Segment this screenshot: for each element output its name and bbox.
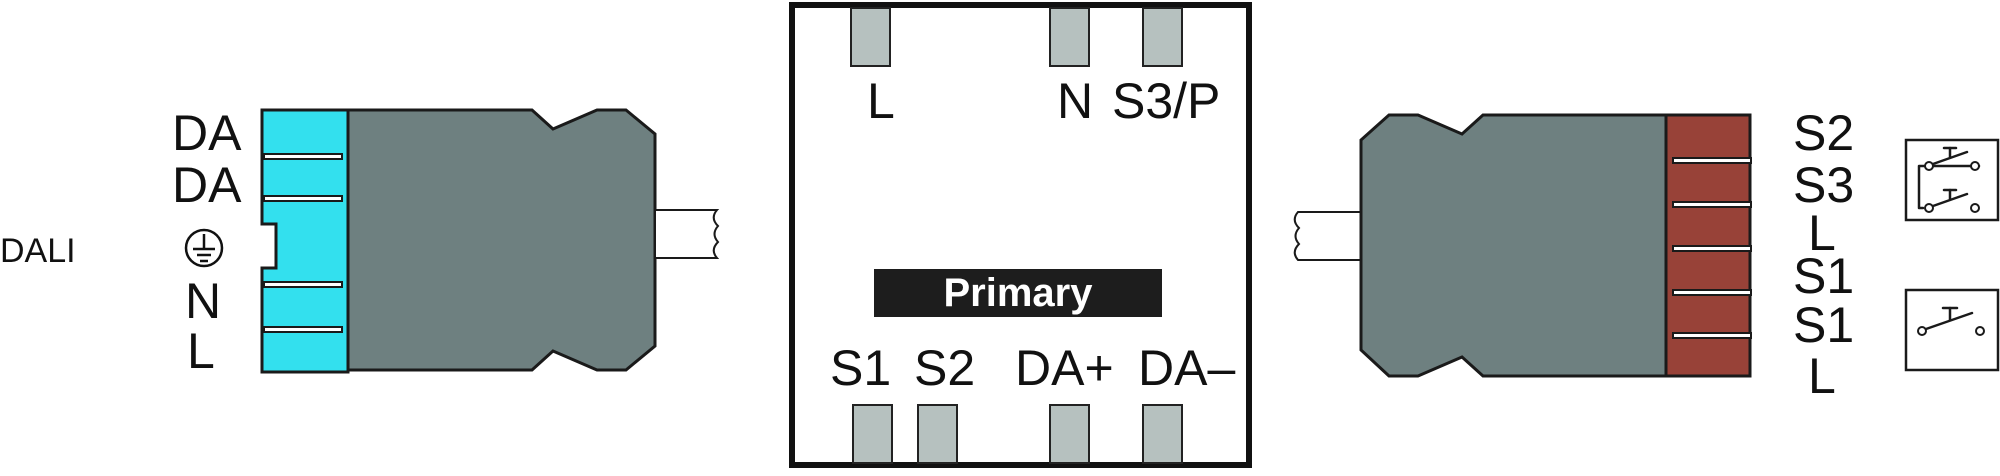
primary-module-frame: [789, 2, 1252, 468]
primary-module: L N S3/P Primary S1 S2 DA+ DA–: [789, 2, 1252, 468]
right-slot-3: [1672, 245, 1752, 252]
terminal-bottom-s1: [852, 404, 893, 464]
terminal-top-l: [850, 7, 891, 67]
right-slot-5: [1672, 332, 1752, 339]
terminal-bottom-label-da-minus: DA–: [1138, 340, 1235, 396]
right-pin-label-s3: S3: [1793, 157, 1854, 213]
right-pin-label-s2: S2: [1793, 105, 1854, 161]
terminal-bottom-label-s1: S1: [830, 340, 891, 396]
left-connector: DALI DA DA N L: [0, 105, 720, 379]
left-slot-1: [263, 153, 343, 160]
primary-label: Primary: [944, 271, 1094, 315]
double-switch-icon: [1904, 138, 2000, 222]
terminal-bottom-label-s2: S2: [914, 340, 975, 396]
terminal-top-label-l: L: [867, 73, 895, 129]
terminal-bottom-label-da-plus: DA+: [1015, 340, 1114, 396]
terminal-top-label-n: N: [1057, 73, 1093, 129]
right-connector-body: [1359, 113, 1668, 378]
left-cable: [654, 209, 720, 259]
primary-label-bar: [874, 269, 1162, 317]
terminal-top-label-s3p: S3/P: [1112, 73, 1220, 129]
left-pin-label-da-2: DA: [172, 157, 242, 213]
dali-group-label: DALI: [0, 232, 76, 270]
right-cable: [1293, 211, 1362, 261]
right-pin-label-s1-1: S1: [1793, 248, 1854, 304]
protective-earth-icon: [184, 228, 224, 268]
left-slot-2: [263, 195, 343, 202]
single-switch-icon: [1904, 288, 2000, 372]
terminal-bottom-da-plus: [1049, 404, 1090, 464]
terminal-top-n: [1049, 7, 1090, 67]
terminal-bottom-s2: [917, 404, 958, 464]
right-slot-2: [1672, 201, 1752, 208]
terminal-bottom-da-minus: [1142, 404, 1183, 464]
left-pin-label-n: N: [185, 273, 221, 329]
right-slot-4: [1672, 289, 1752, 296]
left-slot-4: [263, 326, 343, 333]
right-pin-label-l-2: L: [1808, 348, 1836, 404]
left-slot-3: [263, 281, 343, 288]
left-connector-body: [346, 108, 657, 372]
left-pin-label-da-1: DA: [172, 105, 242, 161]
left-pin-label-l: L: [187, 323, 215, 379]
right-slot-1: [1672, 157, 1752, 164]
terminal-top-s3p: [1142, 7, 1183, 67]
right-pin-label-l-1: L: [1808, 205, 1836, 261]
right-pin-label-s1-2: S1: [1793, 297, 1854, 353]
right-connector: S2 S3 L S1 S1 L: [1293, 105, 2000, 404]
